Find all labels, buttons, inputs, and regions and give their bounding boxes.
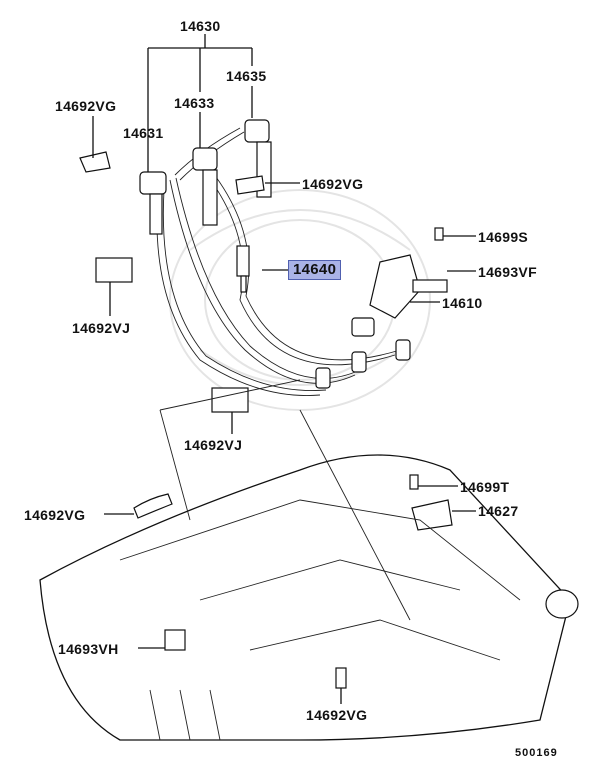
label-screw-s: 14699S (478, 229, 529, 245)
label-sensor: 14627 (478, 503, 519, 519)
label-bracket-vh: 14693VH (58, 641, 119, 657)
leader-lines (92, 116, 476, 704)
label-clip-vg-left: 14692VG (55, 98, 117, 114)
label-wire-1: 14631 (123, 125, 164, 141)
wire-set-bracket (147, 34, 253, 178)
label-wire-2: 14633 (174, 95, 215, 111)
label-clip-vj-mid: 14692VJ (184, 437, 243, 453)
engine-outline (39, 454, 579, 741)
label-bolt-t: 14699T (460, 479, 510, 495)
label-clip-vj-left: 14692VJ (72, 320, 131, 336)
label-wire-set: 14630 (180, 18, 221, 34)
label-wire-3: 14635 (226, 68, 267, 84)
ignition-coil-shape (315, 254, 421, 389)
diagram-number: 500169 (515, 747, 558, 759)
label-bracket-vf: 14693VF (478, 264, 537, 280)
label-clip-vg-mid: 14692VG (302, 176, 364, 192)
label-spark-plug[interactable]: 14640 (288, 260, 342, 280)
label-clip-vg-lower: 14692VG (24, 507, 86, 523)
clip-shapes (79, 151, 453, 689)
ignition-wires (156, 127, 401, 396)
label-coil: 14610 (442, 295, 483, 311)
plug-caps (139, 119, 272, 293)
label-clip-vg-bottom: 14692VG (306, 707, 368, 723)
